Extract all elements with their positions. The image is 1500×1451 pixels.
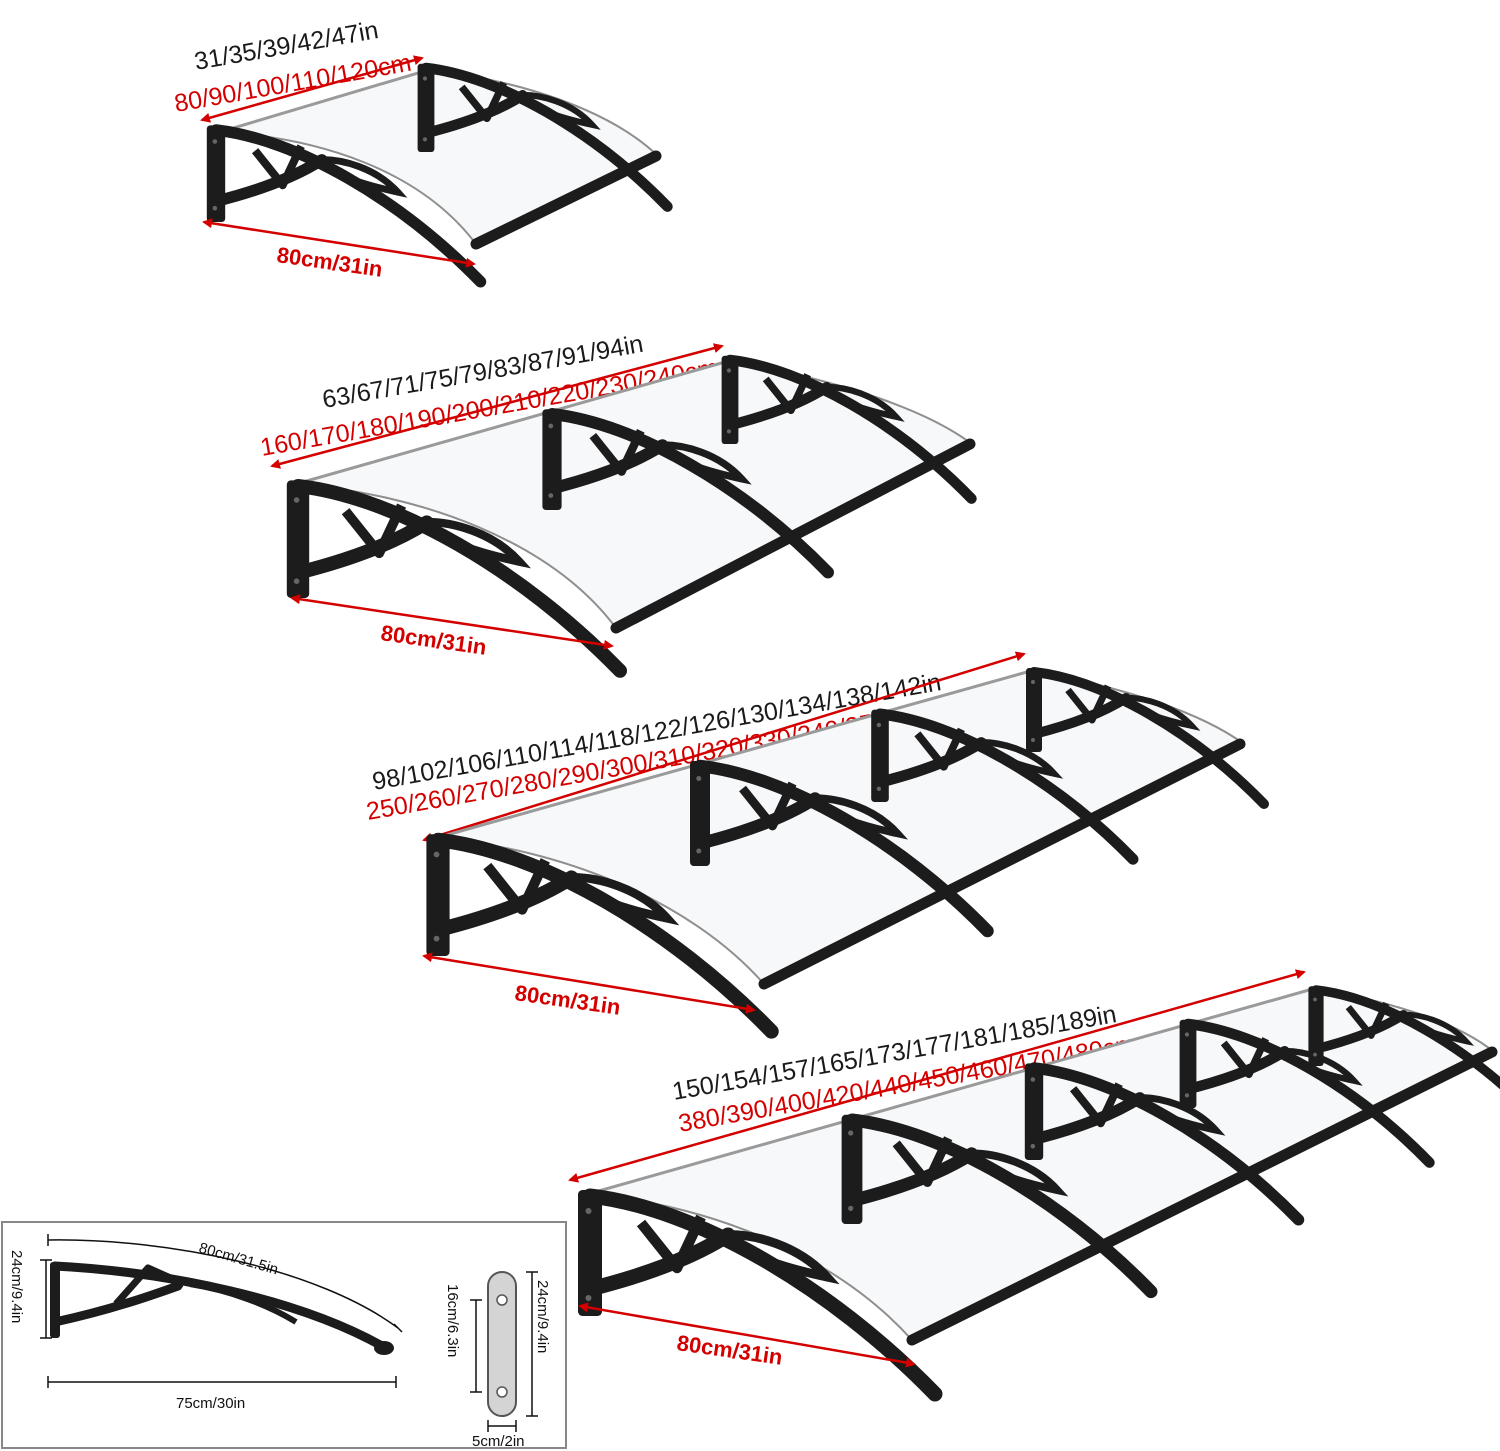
awning-3-front-tube (758, 738, 1246, 990)
detail-span-label: 75cm/30in (176, 1395, 245, 1412)
awning-2-width-arrow (270, 343, 724, 469)
detail-height-label: 24cm/9.4in (8, 1250, 25, 1323)
awning-3-width-arrow (422, 651, 1026, 843)
awning-2-depth-arrow (290, 594, 614, 650)
awning-2: 63/67/71/75/79/83/87/91/94in 160/170/180… (258, 330, 972, 671)
awning-4-depth-label: 80cm/31in (675, 1330, 784, 1370)
awning-1-width-arrow (200, 55, 424, 123)
bracket-detail-inset: 24cm/9.4in 80cm/31.5in 75cm/30in 16c (1, 1221, 567, 1450)
awning-4-depth-arrow (578, 1302, 916, 1368)
detail-plate-width: 5cm/2in (472, 1433, 525, 1450)
mounting-plate (487, 1271, 517, 1417)
detail-plate-hole-spacing: 16cm/6.3in (444, 1284, 461, 1357)
detail-bracket-drawing (50, 1261, 394, 1355)
awning-4-front-tube (906, 1046, 1498, 1346)
awning-4-width-arrow (568, 969, 1306, 1183)
detail-plate-height: 24cm/9.4in (534, 1280, 551, 1353)
awning-1-depth-arrow (202, 218, 476, 268)
awning-1: 31/35/39/42/47in 80/90/100/110/120cm 80c… (172, 16, 667, 282)
awning-4: 150/154/157/165/173/177/181/185/189in 38… (568, 969, 1500, 1394)
awning-3: 98/102/106/110/114/118/122/126/130/134/1… (364, 651, 1264, 1031)
